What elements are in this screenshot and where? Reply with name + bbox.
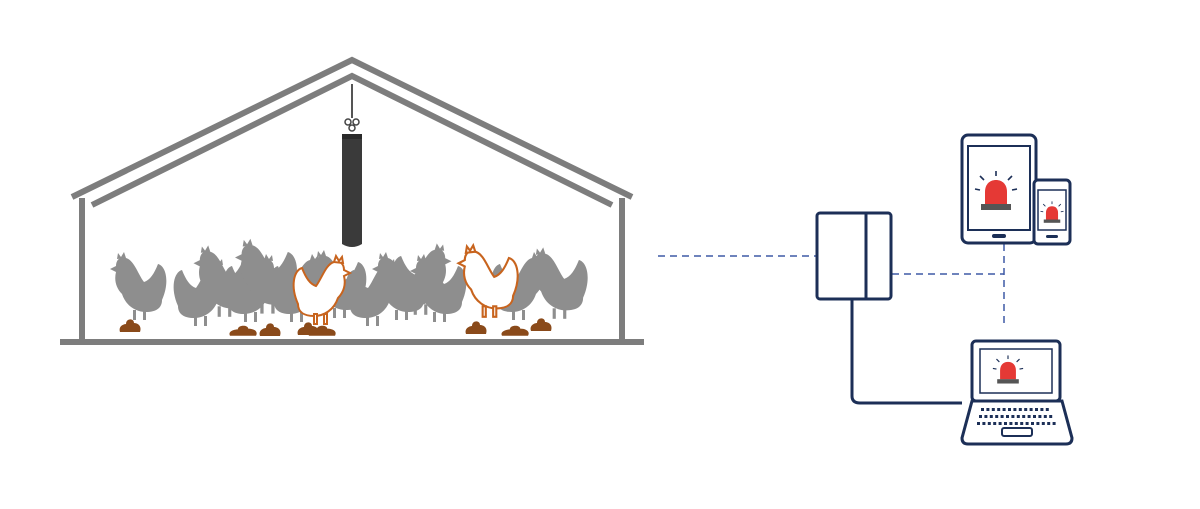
keyboard-key [1002, 408, 1006, 411]
keyboard-key [1033, 415, 1036, 418]
keyboard-key [1000, 415, 1004, 418]
keyboard-key [1013, 408, 1017, 411]
barn-roof-inner [90, 72, 614, 208]
keyboard-key [991, 408, 995, 411]
keyboard-key [989, 415, 993, 418]
gateway-box-icon [815, 211, 893, 301]
droppings [119, 318, 552, 336]
chicken [110, 252, 166, 320]
keyboard-key [984, 415, 988, 418]
keyboard-key [1052, 422, 1056, 425]
keyboard-key [987, 422, 991, 425]
keyboard-key [1020, 422, 1024, 425]
chicken [529, 247, 588, 318]
keyboard-key [1038, 415, 1042, 418]
tablet-icon [960, 133, 1038, 245]
keyboard-key [995, 415, 999, 418]
keyboard-key [1022, 415, 1026, 418]
keyboard-key [998, 422, 1002, 425]
keyboard-key [981, 408, 984, 411]
keyboard-key [997, 408, 1001, 411]
keyboard-key [1029, 408, 1033, 411]
keyboard-key [993, 422, 997, 425]
keyboard-key [986, 408, 990, 411]
link-gateway-to-laptop [850, 300, 962, 405]
keyboard-key [1043, 415, 1047, 418]
keyboard-key [982, 422, 986, 425]
keyboard-key [1011, 415, 1015, 418]
hanging-sensor-icon [342, 84, 362, 247]
keyboard-key [1041, 422, 1045, 425]
keyboard-key [1014, 422, 1018, 425]
keyboard-key [1035, 408, 1038, 411]
network-links [658, 244, 1005, 405]
keyboard-key [1008, 408, 1011, 411]
keyboard-key [1045, 408, 1049, 411]
laptop-icon [960, 339, 1074, 446]
barn-roof-outer [70, 56, 634, 200]
keyboard-key [979, 415, 982, 418]
laptop-keyboard [977, 408, 1056, 425]
keyboard-key [1047, 422, 1051, 425]
phone-icon [1032, 178, 1072, 246]
keyboard-key [1040, 408, 1044, 411]
keyboard-key [977, 422, 980, 425]
keyboard-key [1016, 415, 1020, 418]
keyboard-key [1049, 415, 1053, 418]
keyboard-key [1004, 422, 1007, 425]
keyboard-key [1031, 422, 1034, 425]
keyboard-key [1009, 422, 1013, 425]
keyboard-key [1024, 408, 1028, 411]
keyboard-key [1027, 415, 1031, 418]
barn-icon [60, 56, 644, 345]
sick-chicken [459, 245, 518, 316]
keyboard-key [1025, 422, 1029, 425]
keyboard-key [1036, 422, 1040, 425]
keyboard-key [1018, 408, 1022, 411]
keyboard-key [1006, 415, 1009, 418]
